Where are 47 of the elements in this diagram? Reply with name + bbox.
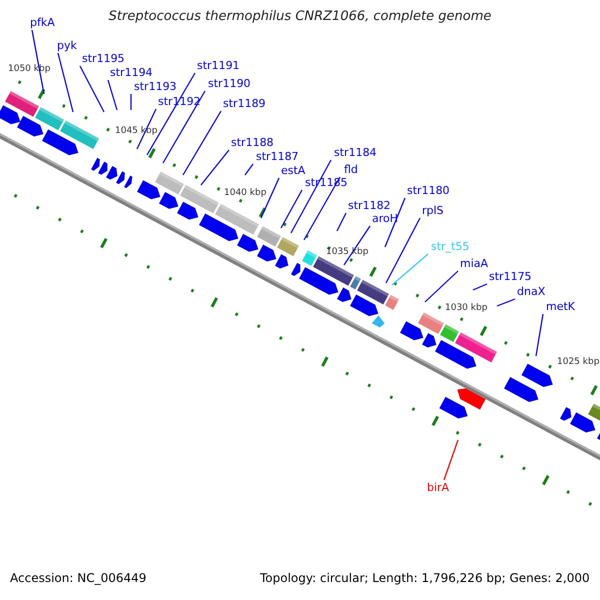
gene-label: metK (546, 300, 576, 313)
leader-line (107, 80, 118, 110)
position-label: 1030 kbp (445, 302, 488, 315)
gene-label: rplS (422, 204, 444, 217)
gene-label: estA (281, 164, 306, 177)
leader-line (79, 66, 105, 112)
leader-line (336, 212, 347, 232)
gene-label: str1189 (223, 97, 266, 110)
leader-line (130, 94, 132, 110)
leader-line (146, 72, 196, 156)
leader-line (424, 270, 458, 302)
gene-label: str1188 (231, 136, 274, 149)
leader-line (244, 164, 254, 176)
position-label: 1025 kbp (557, 356, 600, 369)
leader-line (443, 440, 459, 480)
gene-label: birA (427, 481, 450, 494)
gene-label: str1195 (82, 52, 125, 65)
leader-line (392, 254, 428, 286)
position-label: 1040 kbp (224, 187, 266, 200)
leader-line (200, 150, 230, 186)
leader-line (535, 314, 544, 356)
gene-label: str1180 (407, 184, 450, 197)
gene-label: pfkA (30, 16, 55, 29)
accession-text: Accession: NC_006449 (10, 572, 146, 585)
gene-label: str1193 (134, 80, 177, 93)
gene-label: str_t55 (431, 240, 470, 253)
leader-line (496, 298, 516, 307)
genome-summary-text: Topology: circular; Length: 1,796,226 bp; Genes: 2,000 (260, 572, 590, 585)
leader-line (472, 283, 488, 291)
gene-label: str1187 (256, 150, 299, 163)
gene-label: str1175 (489, 270, 532, 283)
leader-line (260, 178, 280, 218)
gene-label: str1184 (334, 146, 377, 159)
leader-line (182, 110, 222, 176)
gene-label: str1190 (208, 77, 251, 90)
position-label: 1035 kbp (326, 246, 368, 259)
leader-line (280, 190, 303, 228)
gene-label: str1191 (197, 59, 240, 72)
gene-label: str1182 (348, 199, 391, 212)
gene-label: str1194 (110, 66, 153, 79)
gene-label: dnaX (517, 285, 546, 298)
gene-label: fld (344, 163, 358, 176)
leader-line (385, 218, 421, 284)
gene-label: pyk (57, 39, 77, 52)
leader-line (344, 226, 370, 266)
leader-line (57, 52, 74, 112)
gene-label: miaA (460, 257, 488, 270)
